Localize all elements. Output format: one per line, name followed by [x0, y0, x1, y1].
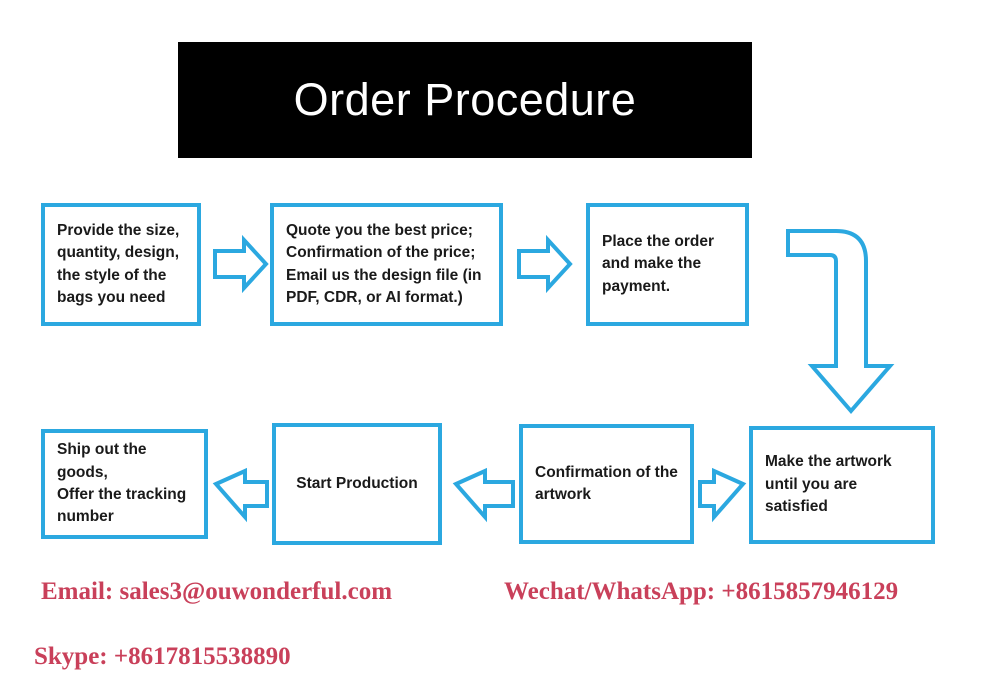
- flow-box-requirements-label: Provide the size, quantity, design, the …: [57, 221, 180, 306]
- flow-box-make-artwork-label: Make the artwork until you are satisfied: [765, 453, 892, 516]
- arrow-left-icon-2: [452, 467, 515, 523]
- contact-skype[interactable]: Skype: +8617815538890: [34, 643, 291, 670]
- flow-box-requirements: Provide the size, quantity, design, the …: [41, 203, 201, 326]
- arrow-right-icon-2: [517, 234, 573, 294]
- page-title: Order Procedure: [293, 74, 637, 125]
- flow-box-start-production-label: Start Production: [296, 474, 418, 492]
- flow-box-quote-label: Quote you the best price; Confirmation o…: [286, 221, 482, 306]
- flow-box-place-order-label: Place the order and make the payment.: [602, 232, 714, 295]
- flow-box-confirm-artwork-label: Confirmation of the artwork: [535, 463, 678, 503]
- flow-box-start-production: Start Production: [272, 423, 442, 545]
- arrow-left-icon-3: [212, 467, 269, 523]
- contact-email[interactable]: Email: sales3@ouwonderful.com: [41, 578, 393, 605]
- title-banner: Order Procedure: [178, 42, 752, 158]
- flow-box-make-artwork: Make the artwork until you are satisfied: [749, 426, 935, 544]
- flow-box-ship-goods: Ship out the goods, Offer the tracking n…: [41, 429, 208, 539]
- flow-box-ship-goods-label: Ship out the goods, Offer the tracking n…: [57, 441, 187, 526]
- flow-box-place-order: Place the order and make the payment.: [586, 203, 749, 326]
- arrow-left-icon-1: [698, 467, 747, 523]
- flow-box-quote: Quote you the best price; Confirmation o…: [270, 203, 503, 326]
- contact-wechat-whatsapp[interactable]: Wechat/WhatsApp: +8615857946129: [504, 578, 899, 605]
- flow-box-confirm-artwork: Confirmation of the artwork: [519, 424, 694, 544]
- arrow-elbow-right-down-icon: [786, 229, 895, 415]
- arrow-right-icon-1: [213, 234, 269, 294]
